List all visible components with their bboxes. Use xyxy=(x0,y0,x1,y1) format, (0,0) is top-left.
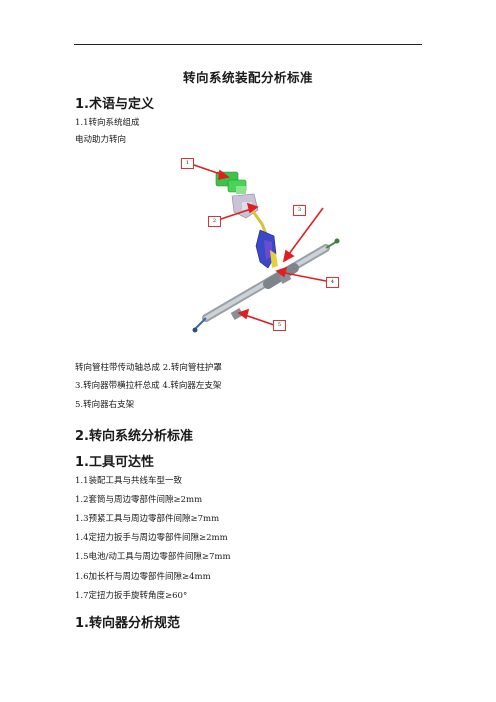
callout-label-3: 3 xyxy=(293,205,306,216)
callout-label-2: 2 xyxy=(208,216,221,227)
column-shroud-part xyxy=(231,193,259,219)
subsection-heading-tool-access: 1.工具可达性 xyxy=(75,455,154,470)
criteria-item: 1.4定扭力扳手与周边零部件间隙≥2mm xyxy=(75,533,228,543)
callout-label-1: 1 xyxy=(181,158,194,169)
criteria-item: 1.3预紧工具与周边零部件间隙≥7mm xyxy=(75,514,220,524)
callout-label-5: 5 xyxy=(273,320,286,331)
legend-line-1: 转向管柱带传动轴总成 2.转向管柱护罩 xyxy=(75,363,222,373)
steering-type-text: 电动助力转向 xyxy=(75,135,127,145)
document-title: 转向系统装配分析标准 xyxy=(182,70,313,85)
steering-system-figure: 1 2 3 4 5 xyxy=(176,150,346,346)
legend-line-2: 3.转向器带横拉杆总成 4.转向器左支架 xyxy=(75,381,222,391)
legend-line-3: 5.转向器右支架 xyxy=(75,400,135,410)
header-rule xyxy=(74,44,422,45)
criteria-item: 1.5电池/动工具与周边零部件间隙≥7mm xyxy=(75,552,231,562)
section-heading-terms: 1.术语与定义 xyxy=(75,97,154,112)
callout-label-4: 4 xyxy=(326,277,339,288)
callout-arrows xyxy=(190,163,327,326)
criteria-item: 1.1装配工具与共线车型一致 xyxy=(75,476,183,486)
steering-rack-part xyxy=(192,238,340,333)
criteria-item: 1.6加长杆与周边零部件间隙≥4mm xyxy=(75,572,211,582)
steering-assembly-illustration xyxy=(190,163,340,333)
pinion-housing-part xyxy=(255,229,278,269)
subsection-1-1: 1.1转向系统组成 xyxy=(75,118,140,128)
section-heading-analysis: 2.转向系统分析标准 xyxy=(75,429,193,444)
subsection-heading-steering-gear: 1.转向器分析规范 xyxy=(75,616,180,631)
criteria-item: 1.7定扭力扳手旋转角度≥60° xyxy=(75,591,188,601)
criteria-item: 1.2套筒与周边零部件间隙≥2mm xyxy=(75,495,203,505)
